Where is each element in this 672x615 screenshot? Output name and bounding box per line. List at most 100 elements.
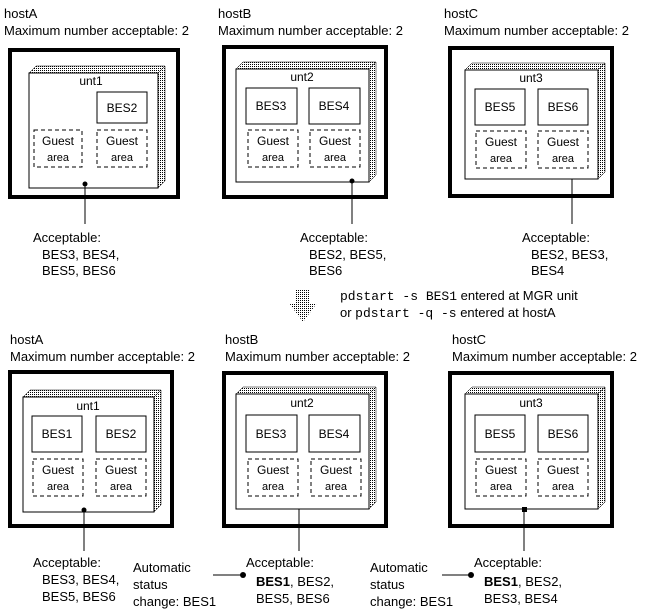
guest-area-label: area — [490, 481, 513, 493]
guest-area-label: Guest — [485, 463, 518, 477]
unit-box-depth — [157, 65, 166, 189]
host-frame — [222, 45, 388, 199]
bes-label: BES3 — [256, 427, 287, 441]
host-frame — [8, 48, 180, 199]
acceptable-list: BES3, BES4 — [484, 591, 558, 606]
arrow-shaft — [296, 289, 310, 303]
guest-area-label: Guest — [257, 463, 290, 477]
command-line-1: pdstart -s BES1 entered at MGR unit — [340, 288, 578, 304]
bes-box — [474, 414, 526, 453]
acceptable-list: BES3, BES4, — [42, 247, 119, 262]
guest-area-box — [32, 458, 84, 497]
arrow-head-dot — [240, 572, 246, 578]
guest-area-label: Guest — [320, 463, 353, 477]
acceptable-label: Acceptable: — [522, 230, 590, 245]
bes-box — [474, 88, 526, 126]
unit-box-depth-top — [464, 386, 606, 395]
guest-area-box — [309, 129, 361, 168]
unit-box-depth — [368, 386, 377, 510]
guest-area-label: area — [47, 481, 70, 493]
host-max-acceptable: Maximum number acceptable: 2 — [218, 23, 403, 38]
unit-box-depth-top — [28, 65, 166, 74]
guest-area-box — [33, 129, 83, 168]
unit-box — [235, 68, 370, 183]
acceptable-label: Acceptable: — [300, 230, 368, 245]
unit-box-depth — [597, 386, 606, 510]
host-frame — [448, 46, 614, 198]
unit-box-depth-top — [464, 62, 606, 71]
auto-status-change-1: Automatic status change: BES1 — [133, 560, 246, 609]
host-max-acceptable: Maximum number acceptable: 2 — [10, 349, 195, 364]
unit-label: unt1 — [79, 74, 103, 88]
unit-box-depth-top — [235, 386, 377, 395]
unit-label: unt2 — [290, 396, 314, 410]
unit-box — [22, 396, 155, 513]
guest-area-label: area — [325, 481, 348, 493]
acceptable-list: BES1, BES2, — [484, 574, 562, 589]
guest-area-label: Guest — [319, 134, 352, 148]
acceptable-list: BES2, BES5, — [309, 247, 386, 262]
acceptable-list: BES1, BES2, — [256, 574, 334, 589]
command-text: entered at MGR unit — [457, 288, 578, 303]
bes-label: BES6 — [548, 427, 579, 441]
transition-arrow — [289, 289, 317, 322]
command-text: entered at hostA — [457, 305, 556, 320]
acceptable-list: BES4 — [531, 263, 564, 278]
guest-area-label: Guest — [106, 134, 139, 148]
command-code: pdstart -q -s — [355, 306, 456, 321]
auto-change-text: Automatic — [133, 560, 191, 575]
unit-label: unt1 — [76, 399, 100, 413]
bes-label: BES2 — [106, 427, 137, 441]
guest-area-box — [475, 458, 527, 497]
host-name: hostC — [452, 332, 486, 347]
acceptable-rest: , BES2, — [290, 574, 334, 589]
auto-status-change-2: Automatic status change: BES1 — [370, 560, 474, 609]
arrow-head-icon — [289, 303, 317, 322]
acceptable-label: Acceptable: — [33, 230, 101, 245]
host-frame — [448, 371, 614, 528]
bes-box — [95, 415, 147, 453]
command-line-2: or pdstart -q -s entered at hostA — [340, 305, 556, 321]
host-frame — [222, 371, 388, 528]
auto-change-text: status — [370, 577, 405, 592]
acceptable-rest: , BES2, — [518, 574, 562, 589]
bes-label: BES4 — [319, 99, 350, 113]
guest-area-box — [475, 130, 527, 169]
acceptable-highlight: BES1 — [484, 574, 518, 589]
bes-box — [96, 91, 148, 124]
host-frame — [8, 370, 174, 528]
guest-area-label: area — [111, 152, 134, 164]
guest-area-label: area — [490, 153, 513, 165]
host-max-acceptable: Maximum number acceptable: 2 — [225, 349, 410, 364]
guest-area-label: Guest — [42, 134, 75, 148]
guest-area-label: Guest — [257, 134, 290, 148]
command-note: pdstart -s BES1 entered at MGR unit or p… — [340, 288, 578, 321]
acceptable-label: Acceptable: — [474, 555, 542, 570]
guest-area-box — [537, 458, 589, 497]
guest-area-label: area — [110, 481, 133, 493]
acceptable-highlight: BES1 — [256, 574, 290, 589]
unit-box-depth — [153, 389, 162, 513]
bes-box — [537, 88, 589, 126]
host-b-bottom: hostB Maximum number acceptable: 2 unt2 … — [222, 332, 410, 606]
acceptable-list: BES5, BES6 — [256, 591, 330, 606]
guest-area-label: area — [262, 152, 285, 164]
command-prefix: or — [340, 305, 355, 320]
guest-area-box — [247, 458, 299, 497]
host-max-acceptable: Maximum number acceptable: 2 — [444, 23, 629, 38]
bes-box — [245, 87, 298, 125]
unit-box-depth-top — [22, 389, 162, 398]
command-code: pdstart -s BES1 — [340, 289, 457, 304]
guest-area-label: area — [324, 152, 347, 164]
bes-box — [245, 414, 298, 453]
host-c-top: hostC Maximum number acceptable: 2 unt3 … — [444, 6, 629, 278]
host-max-acceptable: Maximum number acceptable: 2 — [4, 23, 189, 38]
guest-area-box — [95, 458, 147, 497]
guest-area-label: area — [47, 152, 70, 164]
bes-label: BES3 — [256, 99, 287, 113]
acceptable-list: BES3, BES4, — [42, 572, 119, 587]
bes-label: BES5 — [485, 427, 516, 441]
bes-label: BES5 — [485, 100, 516, 114]
unit-label: unt3 — [519, 396, 543, 410]
